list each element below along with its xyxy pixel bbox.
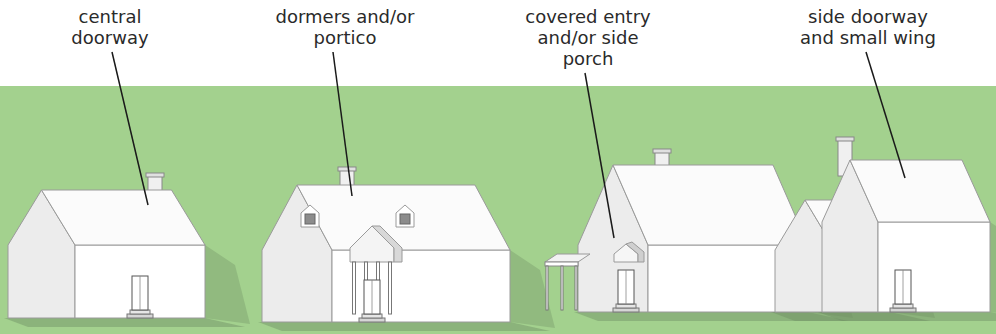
step [616,304,636,308]
door-panel [626,270,627,304]
house [4,173,250,327]
dormer-window [305,214,315,224]
leader-line [866,52,905,178]
door-panel [372,280,373,314]
leader-line [585,73,614,238]
chimney-cap [653,149,671,153]
porch-post [575,266,577,310]
chimney-cap [338,167,356,171]
shadow [818,312,996,321]
ground [0,86,996,334]
step [127,314,153,318]
porch-post [561,266,563,310]
dormer [301,205,319,227]
shadow [258,322,550,331]
shadow [205,245,250,324]
door [618,270,634,304]
step [890,308,916,312]
door [364,280,380,314]
door-panel [903,270,904,304]
shadow [4,318,245,327]
callout-label: covered entry and/or side porch [513,6,663,69]
roof [850,160,990,222]
callout-label: dormers and/or portico [258,6,433,48]
portico-pediment [350,226,394,262]
step [359,318,385,322]
callout-label: side doorway and small wing [791,6,946,48]
leader-line [333,52,352,196]
roof [42,190,206,245]
chimney-cap [146,173,164,177]
door [895,270,911,304]
portico-roof [372,226,402,262]
front-wall [878,222,990,312]
entry-hood-side [626,242,644,262]
dormer-window [400,214,410,224]
house [545,149,853,321]
front-wall [75,245,205,318]
roof [297,185,510,250]
step [893,304,913,308]
door-panel [140,276,141,310]
step [362,314,382,318]
porch-fascia [545,262,578,266]
door [132,276,148,310]
portico-column [353,262,356,314]
chimney-cap [836,137,854,141]
callout-label: central doorway [45,6,175,48]
porch-post [546,266,548,310]
portico-column [389,262,392,314]
house [771,137,996,321]
porch-roof [545,254,590,262]
step [130,310,150,314]
dormer [396,205,414,227]
house [258,167,555,331]
step [613,308,639,312]
roof [613,165,808,245]
shadow [990,222,996,318]
leader-line [112,52,148,205]
